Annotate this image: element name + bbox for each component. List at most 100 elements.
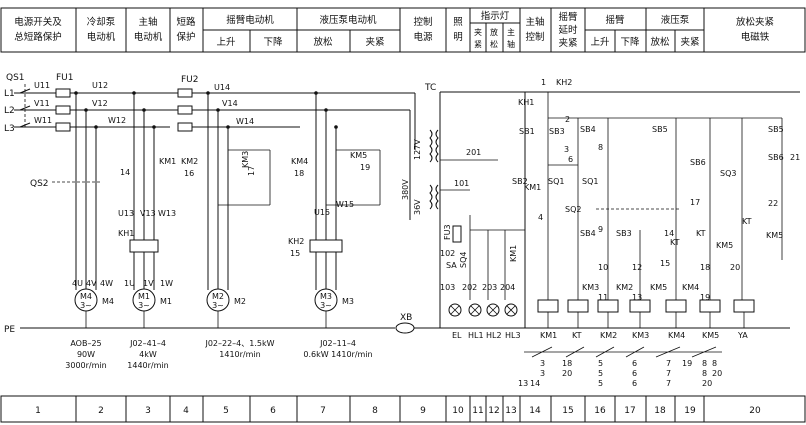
header-ind-spindle-1: 主 [507,27,515,37]
footer-col-16: 16 [594,406,606,416]
contact-17-a: 6 [632,359,637,368]
label-km4-il: KM4 [682,283,699,292]
header-lighting-1: 照 [453,17,463,28]
coil-km1 [537,299,559,313]
label-sb4-b: SB4 [580,229,596,238]
label-kh2-power: KH2 [288,237,304,246]
m2-phase: 3~ [212,301,224,310]
contact-19-b2: 8 [702,369,707,378]
label-sb5-b: SB5 [768,125,784,134]
contact-table: 13 14 3 3 18 20 5 5 5 6 6 6 7 7 7 19 8 8… [518,346,722,388]
footer-col-15: 15 [562,406,573,416]
label-n14: 14 [120,168,130,177]
m1-symbol: M1 [138,292,150,301]
header-solenoid-1: 放松夹紧 [736,16,774,28]
header-control-power-1: 控制 [413,16,432,28]
node-19: 19 [700,293,710,302]
m2-speed: 1410r/min [219,350,260,359]
header-arm-motor: 摇臂电动机 [226,14,274,26]
footer-col-20: 20 [749,406,761,416]
label-sq4: SQ4 [459,252,468,268]
header-arm-delay-1: 摇臂 [558,11,578,23]
coil-label-km3: KM3 [632,331,649,340]
footer-col-4: 4 [183,406,189,416]
label-sq3: SQ3 [720,169,736,178]
label-kt-c: KT [742,217,752,226]
header-coolant-pump-2: 电动机 [87,31,116,43]
contact-16-c: 5 [598,379,603,388]
label-km5-c: KM5 [766,231,783,240]
m2-model: J02–22–4、1.5kW [204,339,274,348]
header-solenoid-2: 电磁铁 [741,31,770,43]
coil-label-kt: KT [572,331,582,340]
header-hyd-pump: 液压泵 [661,14,690,26]
header-hyd-release: 放松 [313,36,333,48]
label-l1: L1 [4,89,15,99]
label-sq1-a: SQ1 [548,177,564,186]
node-21: 21 [790,153,800,162]
contact-16-b: 5 [598,369,603,378]
header-spindle-motor-1: 主轴 [138,16,157,28]
label-hl2: HL2 [486,331,502,340]
header-ind-clamp-2: 紧 [474,40,482,49]
label-sq1-b: SQ1 [582,177,598,186]
header-arm-ctrl-up: 上升 [590,37,610,48]
m3-spec: 0.6kW 1410r/min [303,350,372,359]
label-km5-power: KM5 [350,151,367,160]
node-17: 17 [690,198,700,207]
contact-15-b: 20 [562,369,572,378]
node-13: 13 [632,293,642,302]
node-20: 20 [730,263,740,272]
header-arm-up: 上升 [216,37,236,48]
contact-18-a: 7 [666,359,671,368]
power-circuit: QS1 FU1 L1 L2 L3 U11 V11 W11 U12 V12 W12… [4,73,440,370]
label-km1-self: KM1 [524,183,541,192]
label-hl1: HL1 [468,331,484,340]
header-power-switch-1: 电源开关及 [14,16,62,28]
label-203: 203 [482,283,497,292]
label-204: 204 [500,283,515,292]
label-pe: PE [4,325,15,335]
header-ind-release-2: 松 [490,39,498,49]
header-table: 电源开关及 总短路保护 冷却泵 电动机 主轴 电动机 短路 保护 摇臂电动机 上… [0,7,806,53]
motor-m1: M1 3~ [132,288,156,312]
footer-col-1: 1 [35,406,41,416]
label-w12: W12 [108,116,126,125]
contact-20-a: 8 [712,359,717,368]
m3-tag: M3 [342,297,354,306]
node-22: 22 [768,199,778,208]
contact-17-b: 6 [632,369,637,378]
m1-speed: 1440r/min [127,361,168,370]
header-arm-ctrl-down: 下降 [620,36,640,48]
label-1u: 1U [124,279,135,288]
contact-15-a: 18 [562,359,572,368]
header-arm: 摇臂 [605,14,625,26]
coil-km4 [665,299,687,313]
coil-label-km5: KM5 [702,331,719,340]
label-el: EL [452,331,462,340]
header-control-power-2: 电源 [413,31,433,43]
m2-tag: M2 [234,297,246,306]
label-n15: 15 [290,249,300,258]
header-coolant-pump-1: 冷却泵 [87,16,116,28]
label-km4-power: KM4 [291,157,308,166]
header-spindle-ctrl-2: 控制 [525,31,544,43]
label-1v: 1V [143,279,154,288]
footer-col-11: 11 [472,406,483,416]
label-sb4-a: SB4 [580,125,596,134]
contact-19-a: 19 [682,359,692,368]
label-sa: SA [446,261,457,270]
coil-label-km4: KM4 [668,331,685,340]
contact-14b-a: 3 [540,359,545,368]
label-36v: 36V [413,199,422,215]
label-v13: V13 [140,209,156,218]
coil-row [537,299,755,313]
node-3: 3 [564,145,569,154]
node-2: 2 [565,115,570,124]
footer-col-6: 6 [270,406,276,416]
label-sb6: SB6 [690,158,706,167]
m4-power: 90W [77,350,95,359]
footer-table: 1 2 3 4 5 6 7 8 9 10 11 12 13 14 15 16 1… [0,395,806,423]
label-4w: 4W [100,279,113,288]
